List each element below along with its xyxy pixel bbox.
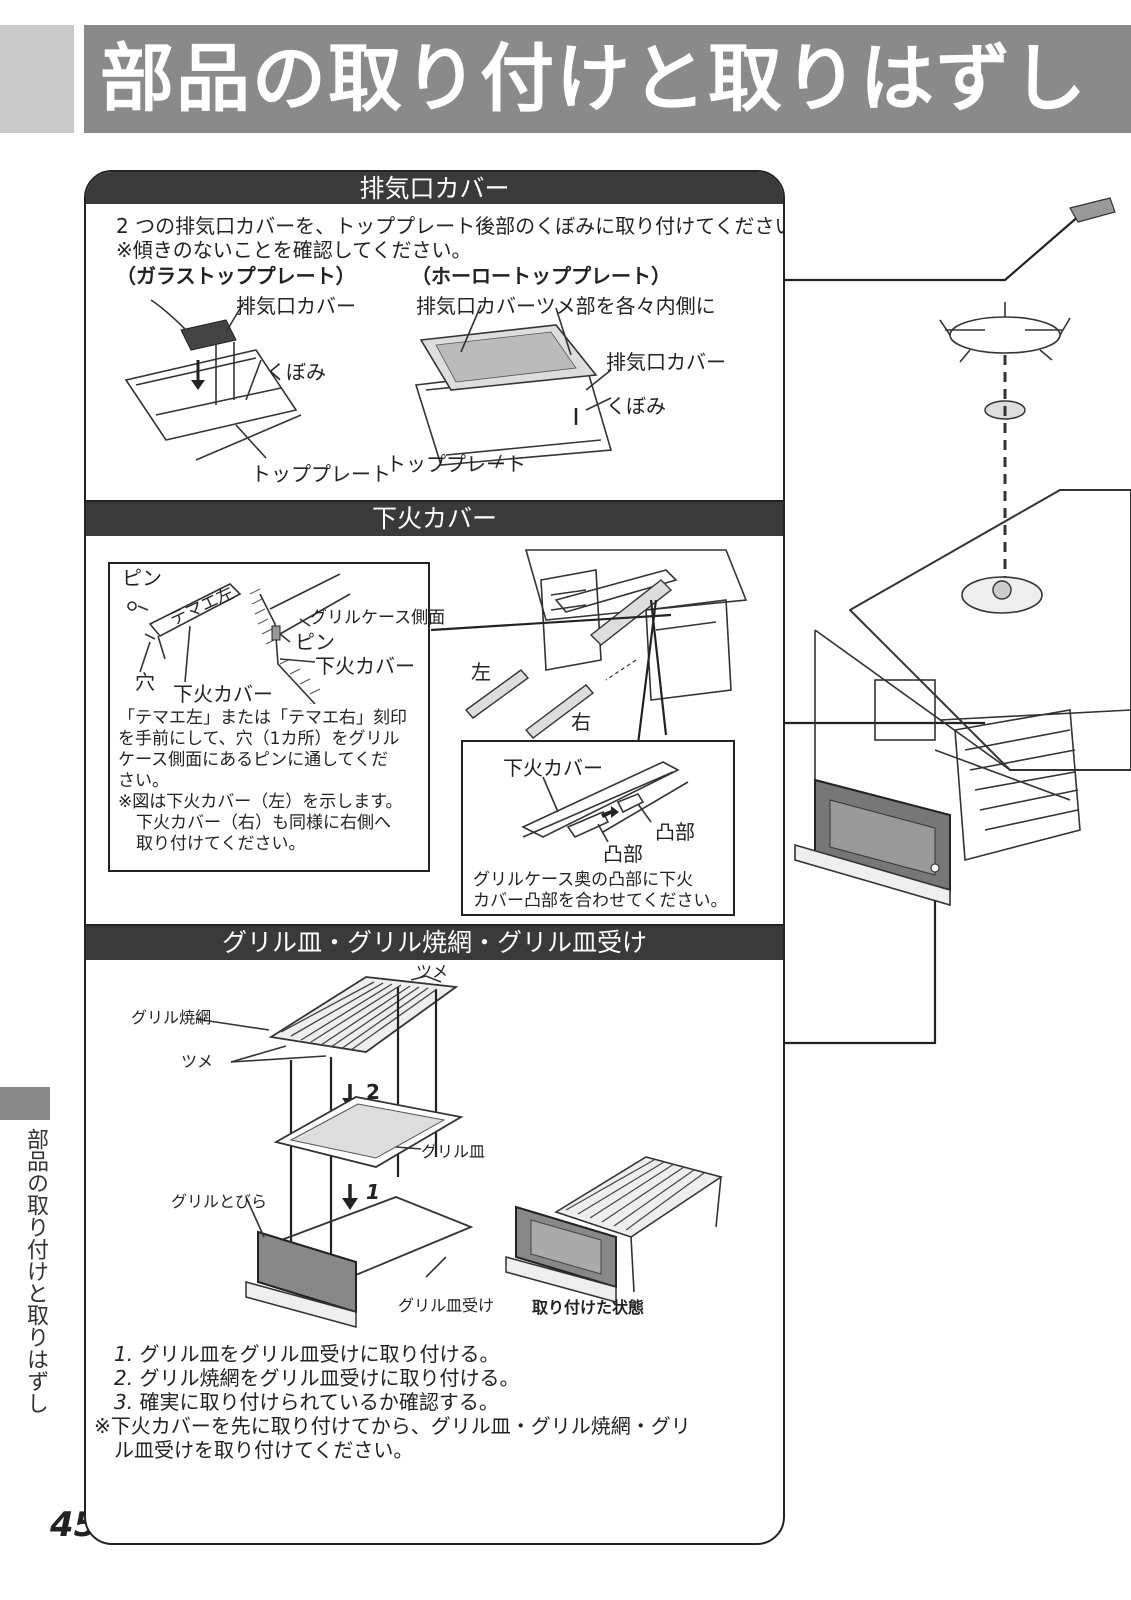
title-bar — [84, 25, 1131, 133]
left-label: 左 — [471, 660, 491, 684]
side-tab-marker — [0, 1087, 50, 1120]
cooktop-overview-illustration — [770, 197, 1131, 1045]
glass-plate-label: トッププレート — [251, 462, 391, 486]
enamel-recess-label: くぼみ — [606, 394, 666, 418]
lower-fire-bump-detail-box: 下火カバー 凸部 凸部 グリルケース奥の凸部に下火 カバー凸部を合わせてください… — [461, 740, 735, 916]
lower-fire-instruction: を手前にして、穴（1カ所）をグリル — [118, 729, 400, 749]
grill-step-1: 1. グリル皿をグリル皿受けに取り付ける。 — [114, 1342, 500, 1366]
grill-pan-holder-label: グリル皿受け — [398, 1296, 495, 1315]
section-header-exhaust-cover: 排気口カバー — [86, 172, 783, 204]
bump-caption-1: グリルケース奥の凸部に下火 — [473, 870, 694, 890]
glass-top-heading: （ガラストッププレート） — [116, 264, 356, 288]
step-1-marker: 1 — [366, 1180, 380, 1204]
claw-label-top: ツメ — [416, 962, 449, 981]
enamel-plate-label: トッププレート — [386, 452, 526, 476]
bump-caption-2: カバー凸部を合わせてください。 — [473, 891, 728, 911]
lower-fire-note: 下火カバー（右）も同様に右側へ — [136, 813, 391, 833]
grill-case-side-label: グリルケース側面 — [310, 608, 446, 628]
leader-exhaust — [770, 214, 1081, 282]
title-side-tab — [0, 25, 74, 133]
installed-state-label: 取り付けた状態 — [532, 1298, 645, 1317]
bump-label-2: 凸部 — [603, 842, 643, 866]
grill-pan-label: グリル皿 — [421, 1142, 486, 1161]
glass-recess-label: くぼみ — [266, 360, 326, 384]
grill-step-2: 2. グリル焼網をグリル皿受けに取り付ける。 — [114, 1366, 520, 1390]
hole-label: 穴 — [135, 670, 155, 694]
pin-label-2: ピン — [295, 630, 335, 654]
detail-lower-fire-cover-label: 下火カバー — [503, 756, 603, 780]
lower-fire-pin-detail-box: ピン テマエ左 グリルケース側面 ピン 下火カバー 穴 下火カバー 「テマエ左」… — [108, 562, 445, 872]
bump-label-1: 凸部 — [655, 820, 695, 844]
step-2-marker: 2 — [366, 1080, 380, 1104]
exhaust-cover-diagram — [124, 299, 613, 469]
leader-grill — [770, 870, 937, 1045]
page-title: 部品の取り付けと取りはずし — [100, 36, 1088, 122]
exhaust-instruction-line1: 2 つの排気口カバーを、トッププレート後部のくぼみに取り付けてください。 — [116, 214, 785, 238]
right-label: 右 — [571, 710, 591, 734]
pin-label: ピン — [122, 566, 162, 590]
section-header-lower-fire-cover: 下火カバー — [86, 502, 783, 536]
lower-fire-cover-label: 下火カバー — [315, 654, 415, 678]
grill-note-line1: ※下火カバーを先に取り付けてから、グリル皿・グリル焼網・グリ — [94, 1414, 691, 1438]
instruction-frame: 排気口カバー 2 つの排気口カバーを、トッププレート後部のくぼみに取り付けてくだ… — [84, 170, 785, 1545]
glass-cover-label: 排気口カバー — [236, 294, 356, 318]
section-header-grill: グリル皿・グリル焼網・グリル皿受け — [86, 926, 783, 960]
lower-fire-instruction: ケース側面にあるピンに通してくだ — [118, 750, 389, 770]
grill-assembly-diagram — [195, 975, 723, 1328]
exhaust-instruction-line2: ※傾きのないことを確認してください。 — [116, 238, 472, 262]
claw-label-left: ツメ — [181, 1052, 214, 1071]
grill-note-line2: ル皿受けを取り付けてください。 — [114, 1438, 414, 1462]
lower-fire-instruction: さい。 — [118, 771, 169, 791]
enamel-cover-label: 排気口カバー — [606, 350, 726, 374]
lower-fire-cover-label-2: 下火カバー — [173, 682, 273, 706]
enamel-claw-label: 排気口カバーツメ部を各々内側に — [416, 294, 716, 318]
grill-net-label: グリル焼網 — [131, 1008, 212, 1027]
lower-fire-cover-diagram — [430, 549, 748, 740]
side-section-label: 部品の取り付けと取りはずし — [23, 1128, 48, 1414]
enamel-top-heading: （ホーロートッププレート） — [411, 264, 671, 288]
lower-fire-instruction: 「テマエ左」または「テマエ右」刻印 — [118, 708, 407, 728]
lower-fire-note: ※図は下火カバー（左）を示します。 — [118, 792, 403, 812]
grill-step-3: 3. 確実に取り付けられているか確認する。 — [114, 1390, 499, 1414]
lower-fire-note: 取り付けてください。 — [136, 834, 306, 854]
grill-door-label: グリルとびら — [171, 1192, 268, 1211]
